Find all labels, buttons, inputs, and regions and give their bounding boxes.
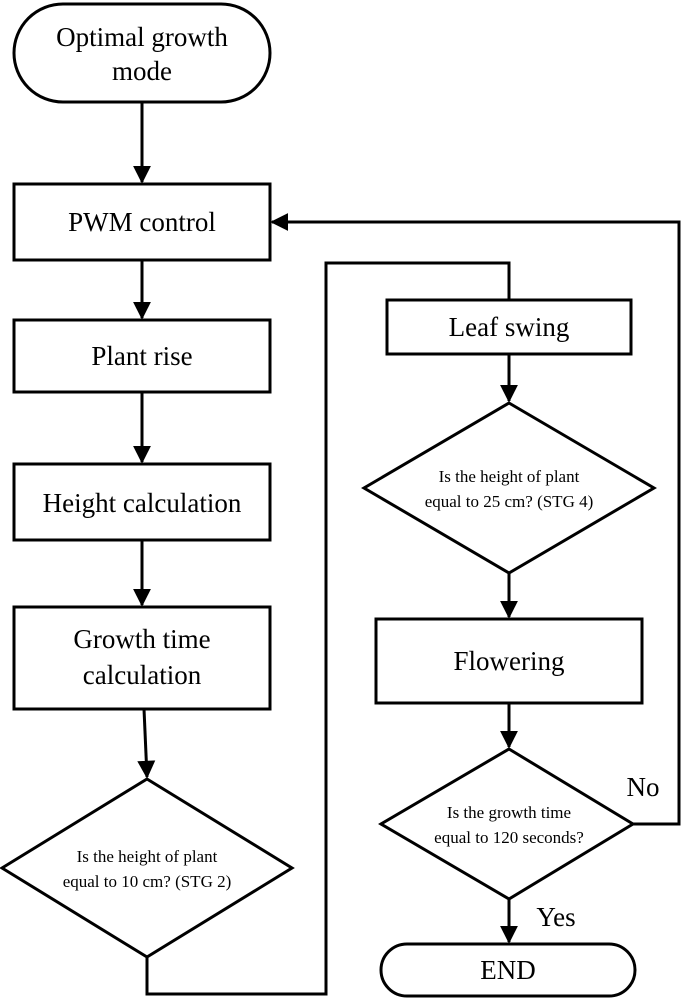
growth-time-calculation-box: Growth time calculation [12,605,272,711]
connector-decision-10cm-to-leaf-swing [145,261,511,996]
edge-label-yes: Yes [536,902,575,932]
start-label-line2: mode [112,56,172,86]
arrow-growth-time-to-decision-10cm [137,708,156,779]
growth-time-label-line1: Growth time [73,624,210,654]
decision-120s-line1: Is the growth time [447,803,571,822]
start-label-line1: Optimal growth [56,22,228,52]
decision-25cm-line1: Is the height of plant [439,467,580,486]
leaf-swing-box: Leaf swing [385,298,633,356]
plant-rise-label: Plant rise [91,341,192,371]
arrow-no-loop-to-pwm [270,213,681,826]
flowering-label: Flowering [454,646,565,676]
height-calculation-label: Height calculation [43,488,242,518]
decision-growth-time-120s: Is the growth time equal to 120 seconds? [378,747,636,901]
start-node: Optimal growth mode [12,2,272,104]
height-calculation-box: Height calculation [12,462,272,542]
decision-25cm-line2: equal to 25 cm? (STG 4) [425,492,594,511]
pwm-control-label: PWM control [68,207,216,237]
decision-120s-line2: equal to 120 seconds? [434,828,584,847]
decision-height-25cm: Is the height of plant equal to 25 cm? (… [361,401,657,575]
edge-label-no: No [627,772,660,802]
decision-10cm-line1: Is the height of plant [77,847,218,866]
leaf-swing-label: Leaf swing [449,312,570,342]
end-label: END [480,955,536,985]
growth-time-label-line2: calculation [83,660,202,690]
pwm-control-box: PWM control [12,182,272,262]
plant-rise-box: Plant rise [12,318,272,394]
decision-10cm-line2: equal to 10 cm? (STG 2) [63,872,232,891]
flowering-box: Flowering [374,617,644,705]
end-node: END [379,942,637,998]
decision-height-10cm: Is the height of plant equal to 10 cm? (… [0,777,295,959]
